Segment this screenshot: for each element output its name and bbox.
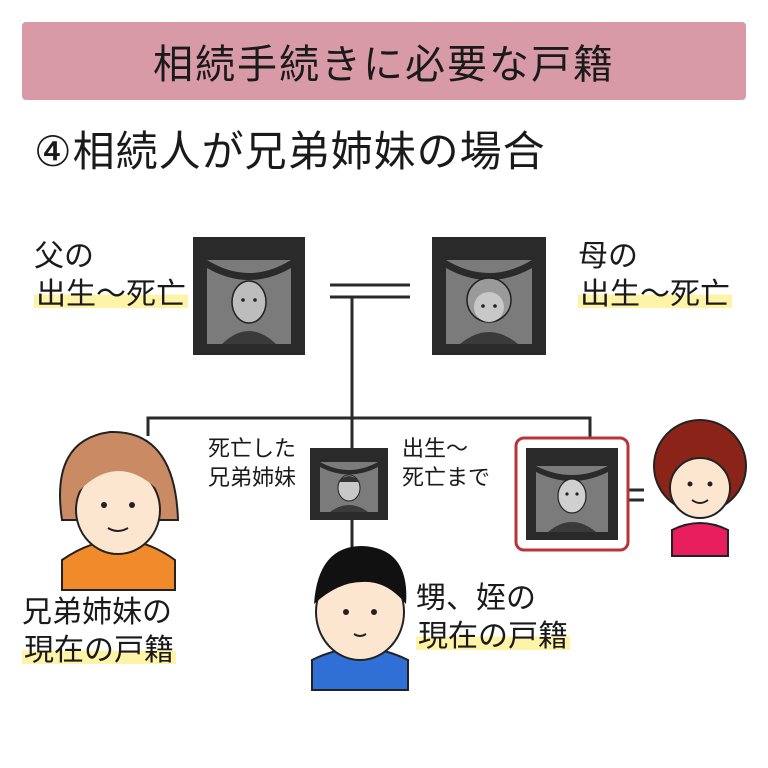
tree-connectors: [146, 283, 644, 548]
siblings-bar: [146, 416, 592, 440]
deceased-sibling-portrait: [310, 448, 388, 520]
sister-figure: [59, 430, 180, 591]
siblings-current-line2: 現在の戸籍: [22, 632, 176, 668]
mother-label-line1: 母の: [578, 239, 638, 274]
father-label: 父の 出生～死亡: [34, 238, 188, 313]
father-label-line2: 出生～死亡: [34, 276, 188, 312]
birth-to-death-line2: 死亡まで: [402, 465, 491, 491]
birth-to-death-line1: 出生～: [402, 437, 469, 462]
nephews-current-line1: 甥、姪の: [416, 581, 536, 616]
mother-portrait: [432, 237, 546, 355]
nephews-current-label: 甥、姪の 現在の戸籍: [416, 580, 570, 655]
page-subtitle: ④相続人が兄弟姉妹の場合: [34, 127, 546, 176]
nephews-current-line2: 現在の戸籍: [416, 618, 570, 654]
spouse-figure: [653, 419, 747, 557]
birth-to-death-label: 出生～ 死亡まで: [402, 436, 490, 493]
decedent-portrait: [514, 436, 630, 552]
siblings-current-label: 兄弟姉妹の 現在の戸籍: [22, 594, 176, 669]
mother-label-line2: 出生～死亡: [578, 276, 732, 312]
nephew-figure: [311, 546, 409, 691]
page-title-banner: 相続手続きに必要な戸籍: [22, 22, 746, 100]
deceased-sibling-line2: 兄弟姉妹: [208, 465, 297, 491]
father-portrait: [193, 237, 305, 355]
mother-label: 母の 出生～死亡: [578, 238, 732, 313]
siblings-current-line1: 兄弟姉妹の: [22, 595, 172, 630]
deceased-sibling-line1: 死亡した: [208, 437, 297, 462]
father-label-line1: 父の: [34, 239, 94, 274]
deceased-sibling-label: 死亡した 兄弟姉妹: [208, 436, 296, 493]
page-title: 相続手続きに必要な戸籍: [153, 42, 615, 88]
